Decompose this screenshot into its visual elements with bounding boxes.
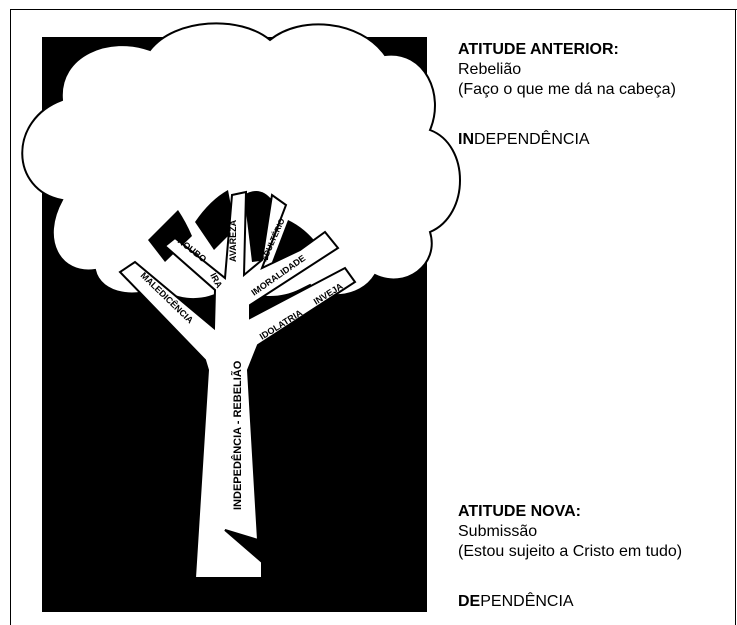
nova-dep-bold: DE — [458, 593, 480, 610]
pointer-label-atitude: Atitude — [94, 448, 129, 459]
pointer-label-atos: Atos — [105, 302, 128, 313]
anterior-block: ATITUDE ANTERIOR: Rebelião (Faço o que m… — [458, 40, 676, 100]
anterior-dependence: INDEPENDÊNCIA — [458, 130, 590, 150]
branch-label-avareza: AVAREZA — [228, 219, 238, 262]
nova-dep-rest: PENDÊNCIA — [480, 593, 573, 610]
anterior-dep-bold: IN — [458, 131, 474, 148]
nova-line2: (Estou sujeito a Cristo em tudo) — [458, 542, 682, 562]
nova-line1: Submissão — [458, 522, 682, 542]
anterior-line2: (Faço o que me dá na cabeça) — [458, 80, 676, 100]
pointer-label-arrependimento: Arrependimento — [274, 543, 351, 554]
trunk-label: INDEPEDÊNCIA - REBELIÃO — [231, 360, 244, 510]
nova-block: ATITUDE NOVA: Submissão (Estou sujeito a… — [458, 502, 682, 562]
nova-heading: ATITUDE NOVA: — [458, 502, 682, 522]
anterior-heading: ATITUDE ANTERIOR: — [458, 40, 676, 60]
anterior-line1: Rebelião — [458, 60, 676, 80]
anterior-dep-rest: DEPENDÊNCIA — [474, 131, 590, 148]
nova-dependence: DEPENDÊNCIA — [458, 592, 574, 612]
